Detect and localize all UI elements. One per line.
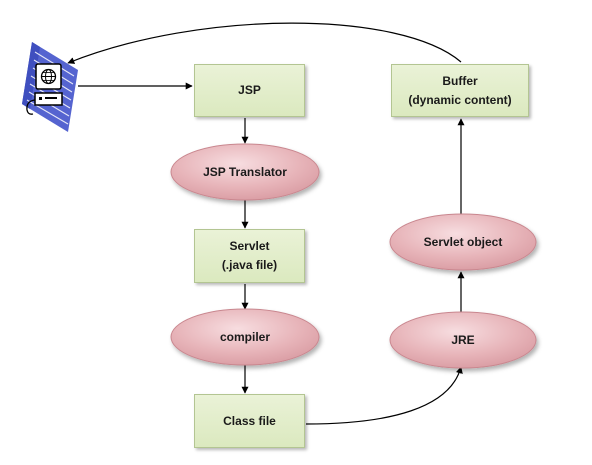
servlet-object-node: Servlet object [389,213,537,271]
servlet-subtitle: (.java file) [221,258,278,272]
buffer-subtitle: (dynamic content) [408,92,512,107]
jsp-label: JSP [238,83,261,97]
servlet-node: Servlet (.java file) [194,229,305,283]
jre-label: JRE [451,333,474,347]
jre-node: JRE [389,311,537,369]
servlet-object-label: Servlet object [424,235,503,249]
jsp-translator-label: JSP Translator [203,165,287,179]
buffer-title: Buffer [442,73,478,88]
compiler-label: compiler [220,330,270,344]
jsp-translator-node: JSP Translator [170,143,320,201]
connectors [67,22,465,425]
class-file-node: Class file [194,394,305,448]
class-file-label: Class file [223,413,276,428]
jsp-node: JSP [194,64,305,117]
arrow-classfile-to-jre [305,366,463,425]
compiler-node: compiler [170,308,320,366]
computer-terminal-icon [22,42,78,132]
buffer-node: Buffer (dynamic content) [391,64,529,117]
servlet-title: Servlet [229,239,270,253]
arrow-buffer-to-client [67,22,462,64]
